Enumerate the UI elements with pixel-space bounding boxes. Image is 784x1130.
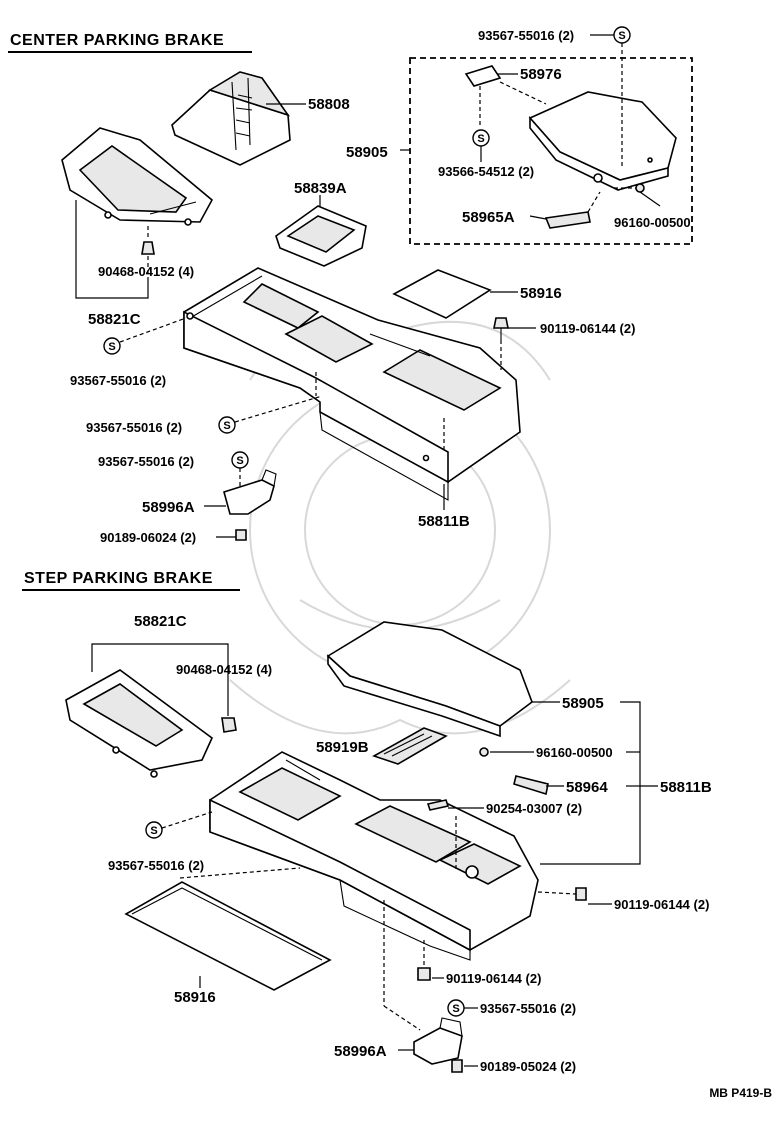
part-58839A-tray xyxy=(275,195,367,267)
part-58919B-pad xyxy=(372,727,448,765)
label-step-58811B: 58811B xyxy=(660,779,712,796)
part-step-58905-armrest xyxy=(326,621,560,738)
label-step-90119-bottom: 90119-06144 (2) xyxy=(446,971,541,986)
part-58964-latch xyxy=(513,775,564,796)
part-step-58996A-bracket xyxy=(383,900,463,1065)
label-step-58919B: 58919B xyxy=(316,739,369,756)
part-58821C-bezel xyxy=(61,127,214,226)
s-symbol-bracket-b: S xyxy=(231,451,249,490)
svg-text:S: S xyxy=(618,30,625,42)
label-58905: 58905 xyxy=(346,144,388,161)
s-symbol-console-left: S xyxy=(103,317,187,355)
label-step-58916: 58916 xyxy=(174,989,216,1006)
part-step-90468-clip xyxy=(221,717,237,733)
leader-step-58821C xyxy=(91,643,229,716)
s-symbol-step-bottom: S xyxy=(447,999,478,1017)
label-96160: 96160-00500 xyxy=(614,215,691,230)
step-section-heading: STEP PARKING BRAKE xyxy=(22,570,240,591)
label-step-90119-right: 90119-06144 (2) xyxy=(614,897,709,912)
label-step-93567-left: 93567-55016 (2) xyxy=(108,858,204,873)
part-step-90119-bolt-right xyxy=(537,887,612,905)
part-58905-armrest xyxy=(528,91,677,191)
reference-code: MB P419-B xyxy=(709,1086,772,1100)
label-step-58905: 58905 xyxy=(562,695,604,712)
part-58996A-bracket xyxy=(204,469,277,515)
part-step-90189-bolt xyxy=(451,1059,478,1073)
label-90119: 90119-06144 (2) xyxy=(540,321,635,336)
center-section-heading: CENTER PARKING BRAKE xyxy=(8,32,252,53)
part-step-90119-bolt-bottom xyxy=(417,940,444,981)
s-symbol-armrest-mid: S xyxy=(472,129,490,162)
leader-step-58811B-group xyxy=(540,701,641,865)
part-96160-screw xyxy=(614,183,661,207)
label-step-90468: 90468-04152 (4) xyxy=(176,662,272,677)
part-step-58916-pad xyxy=(124,867,332,991)
part-90189-bolt xyxy=(216,529,247,541)
armrest-group-box xyxy=(409,57,693,245)
label-90189: 90189-06024 (2) xyxy=(100,530,196,545)
part-58976-hinge xyxy=(464,65,547,128)
label-step-58821C: 58821C xyxy=(134,613,187,630)
s-symbol-step-left: S xyxy=(145,811,213,839)
label-58811B: 58811B xyxy=(418,513,470,530)
label-93567-a: 93567-55016 (2) xyxy=(86,420,182,435)
part-58808-boot xyxy=(171,71,306,166)
part-step-96160-screw xyxy=(479,747,534,757)
part-step-58821C-bezel xyxy=(65,669,213,778)
label-step-90189: 90189-05024 (2) xyxy=(480,1059,576,1074)
center-heading-text: CENTER PARKING BRAKE xyxy=(10,32,224,49)
part-58965A-latch xyxy=(529,191,601,229)
part-90119-bolt xyxy=(493,317,536,370)
svg-text:S: S xyxy=(452,1003,459,1015)
leader-58821C xyxy=(75,200,149,299)
svg-text:S: S xyxy=(477,133,484,145)
label-58976: 58976 xyxy=(520,66,562,83)
label-93567-left: 93567-55016 (2) xyxy=(70,373,166,388)
s-symbol-bracket-a: S xyxy=(218,395,323,434)
part-90254-bolt xyxy=(426,799,484,870)
label-step-96160: 96160-00500 xyxy=(536,745,613,760)
part-90468-clip xyxy=(141,226,155,255)
label-step-58964: 58964 xyxy=(566,779,608,796)
label-58965A: 58965A xyxy=(462,209,515,226)
svg-text:S: S xyxy=(108,341,115,353)
s-symbol-armrest-top: S xyxy=(590,26,631,168)
part-58916-pad xyxy=(392,269,518,319)
svg-text:S: S xyxy=(150,825,157,837)
step-heading-text: STEP PARKING BRAKE xyxy=(24,570,213,587)
label-58808: 58808 xyxy=(308,96,350,113)
label-step-93567-bottom: 93567-55016 (2) xyxy=(480,1001,576,1016)
part-step-58811B-console xyxy=(209,751,539,961)
label-step-58996A: 58996A xyxy=(334,1043,387,1060)
label-90468: 90468-04152 (4) xyxy=(98,264,194,279)
label-58916: 58916 xyxy=(520,285,562,302)
label-58996A: 58996A xyxy=(142,499,195,516)
label-step-90254: 90254-03007 (2) xyxy=(486,801,582,816)
svg-text:S: S xyxy=(236,455,243,467)
label-93566: 93566-54512 (2) xyxy=(438,164,534,179)
label-58839A: 58839A xyxy=(294,180,347,197)
part-58811B-console xyxy=(183,267,521,501)
label-93567-b: 93567-55016 (2) xyxy=(98,454,194,469)
label-93567-top: 93567-55016 (2) xyxy=(478,28,574,43)
label-58821C: 58821C xyxy=(88,311,141,328)
svg-text:S: S xyxy=(223,420,230,432)
